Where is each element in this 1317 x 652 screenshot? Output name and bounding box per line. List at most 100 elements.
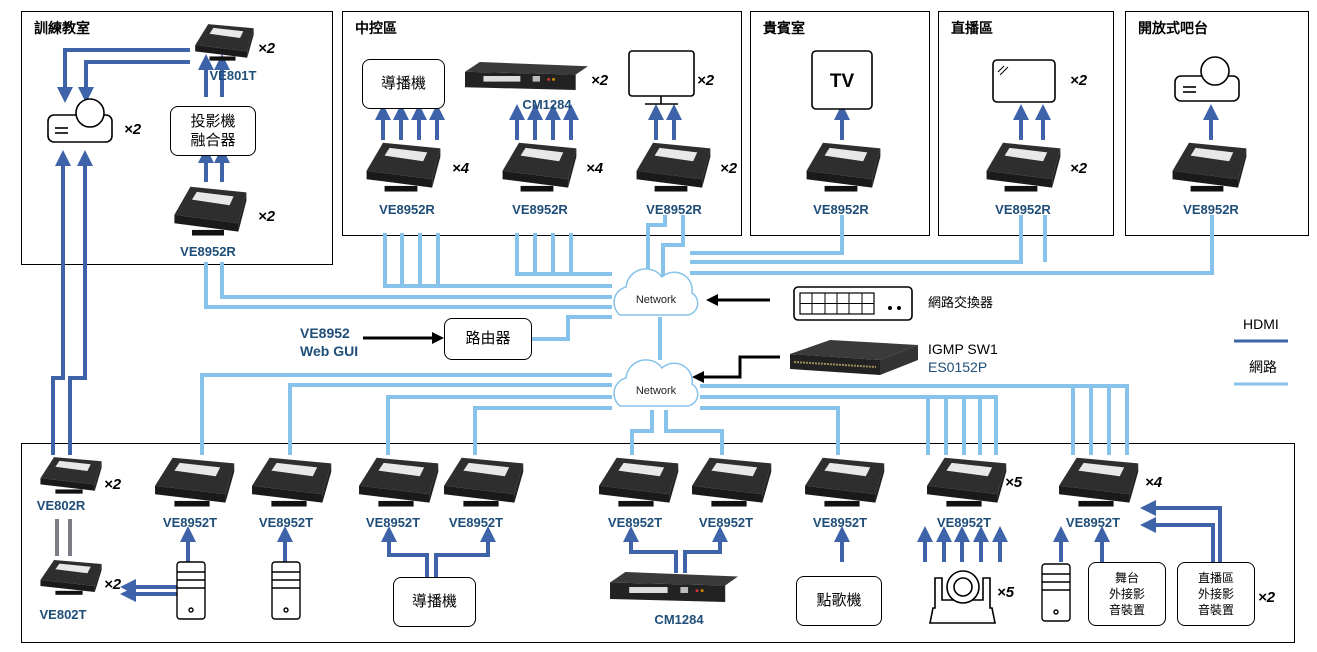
zone-title-bar: 開放式吧台 <box>1138 21 1208 37</box>
tx-label: VE8952T <box>698 515 754 530</box>
bottom-cm1284-device <box>610 572 738 602</box>
router-box: 路由器 <box>444 318 532 360</box>
broadcast-display-multiplier: ×2 <box>1070 72 1088 89</box>
catx-link <box>55 519 72 556</box>
projector-icon <box>47 98 113 143</box>
control-cm1284-multiplier: ×2 <box>591 72 609 89</box>
zone-open-bar: 開放式吧台 <box>1125 11 1309 236</box>
network-switch-icon <box>793 286 913 321</box>
zone-title-control: 中控區 <box>355 21 397 37</box>
ve801t-label: VE801T <box>209 68 257 83</box>
projector-icon <box>1174 56 1240 102</box>
training-ve8952r-device <box>174 186 247 236</box>
igmp-switch-device <box>790 340 918 375</box>
tx-label: VE8952T <box>162 515 218 530</box>
control-rx3-label: VE8952R <box>646 202 702 217</box>
tv-icon: TV <box>811 50 873 110</box>
ve8952t-device-8 <box>927 457 1007 507</box>
igmp-line1: IGMP SW1 <box>928 341 998 357</box>
camera-multiplier: ×5 <box>997 584 1015 601</box>
ve802r-device <box>40 457 102 494</box>
ve8952t-device-4 <box>444 457 524 507</box>
control-ve8952r-device-2 <box>502 142 577 192</box>
legend-network-label: 網路 <box>1249 360 1277 376</box>
tx-label: VE8952T <box>365 515 421 530</box>
network-cloud-upper-label: Network <box>636 294 677 306</box>
ve802t-device <box>40 560 102 595</box>
display-icon <box>992 59 1056 103</box>
bottom-switcher-box: 導播機 <box>393 577 476 627</box>
projector-multiplier: ×2 <box>124 121 142 138</box>
igmp-switch-label: IGMP SW1 ES0152P <box>928 341 998 376</box>
ve802r-multiplier: ×2 <box>104 476 122 493</box>
ve8952t-device-6 <box>692 457 772 507</box>
ve802t-multiplier: ×2 <box>104 576 122 593</box>
zone-title-vip: 貴賓室 <box>763 21 805 37</box>
hdmi-cables <box>51 48 1222 602</box>
vip-ve8952r-device <box>806 142 881 192</box>
control-cm1284-label: CM1284 <box>522 97 572 112</box>
broadcast-receiver-multiplier: ×2 <box>1070 160 1088 177</box>
live-av-multiplier: ×2 <box>1258 589 1276 606</box>
black-arrows <box>363 294 780 383</box>
webgui-line2: Web GUI <box>300 342 359 359</box>
ve8952t-device-5 <box>599 457 679 507</box>
control-rx2-label: VE8952R <box>512 202 568 217</box>
control-rx3-multiplier: ×2 <box>720 160 738 177</box>
tv-label: TV <box>830 71 855 92</box>
ve801t-device <box>195 24 254 61</box>
broadcast-receiver-label: VE8952R <box>995 202 1051 217</box>
pc-tower-icon <box>1041 563 1071 622</box>
pc-tower-icon <box>271 561 301 620</box>
control-cm1284-device <box>465 62 588 90</box>
zone-broadcast: 直播區 <box>938 11 1114 236</box>
network-cloud-lower: Network <box>613 359 699 407</box>
ptz-camera-icon <box>929 570 996 624</box>
ve802t-label: VE802T <box>39 607 87 622</box>
tx-label: VE8952T <box>607 515 663 530</box>
live-av-box: 直播區 外接影 音裝置 <box>1177 562 1255 626</box>
control-switcher-box: 導播機 <box>362 59 445 109</box>
pc-tower-icon <box>176 561 206 620</box>
tx-camera-multiplier: ×5 <box>1005 474 1023 491</box>
tx-label: VE8952T <box>936 515 992 530</box>
ve801t-multiplier: ×2 <box>258 40 276 57</box>
bar-receiver-label: VE8952R <box>1183 202 1239 217</box>
ve8952t-device-2 <box>252 457 332 507</box>
network-switch-label: 網路交換器 <box>928 296 994 311</box>
igmp-line2: ES0152P <box>928 358 988 375</box>
control-ve8952r-device-1 <box>366 142 441 192</box>
tx-label: VE8952T <box>258 515 314 530</box>
legend-hdmi-label: HDMI <box>1243 316 1279 332</box>
ve8952t-device-3 <box>359 457 439 507</box>
bar-ve8952r-device <box>1172 142 1247 192</box>
training-receiver-multiplier: ×2 <box>258 208 276 225</box>
tx-label: VE8952T <box>812 515 868 530</box>
ve8952t-device-1 <box>155 457 235 507</box>
webgui-line1: VE8952 <box>300 325 350 341</box>
network-cloud-upper: Network <box>613 268 699 316</box>
network-cables <box>200 215 1214 455</box>
tx-last-multiplier: ×4 <box>1145 474 1163 491</box>
control-rx1-multiplier: ×4 <box>452 160 470 177</box>
zone-title-training: 訓練教室 <box>34 21 90 37</box>
vip-receiver-label: VE8952R <box>813 202 869 217</box>
tx-label: VE8952T <box>1065 515 1121 530</box>
zone-title-broadcast: 直播區 <box>951 21 993 37</box>
control-rx2-multiplier: ×4 <box>586 160 604 177</box>
network-cloud-lower-label: Network <box>636 385 677 397</box>
bottom-cm1284-label: CM1284 <box>654 612 704 627</box>
tx-label: VE8952T <box>448 515 504 530</box>
stage-av-box: 舞台 外接影 音裝置 <box>1088 562 1166 626</box>
projector-blender-box: 投影機 融合器 <box>170 106 256 156</box>
control-ve8952r-device-3 <box>636 142 711 192</box>
karaoke-box: 點歌機 <box>796 576 882 626</box>
monitor-icon <box>628 50 695 105</box>
control-rx1-label: VE8952R <box>379 202 435 217</box>
training-receiver-label: VE8952R <box>180 244 236 259</box>
ve8952t-device-9 <box>1059 457 1139 507</box>
ve802r-label: VE802R <box>36 498 86 513</box>
control-monitor-multiplier: ×2 <box>697 72 715 89</box>
webgui-label: VE8952 Web GUI <box>300 325 358 360</box>
